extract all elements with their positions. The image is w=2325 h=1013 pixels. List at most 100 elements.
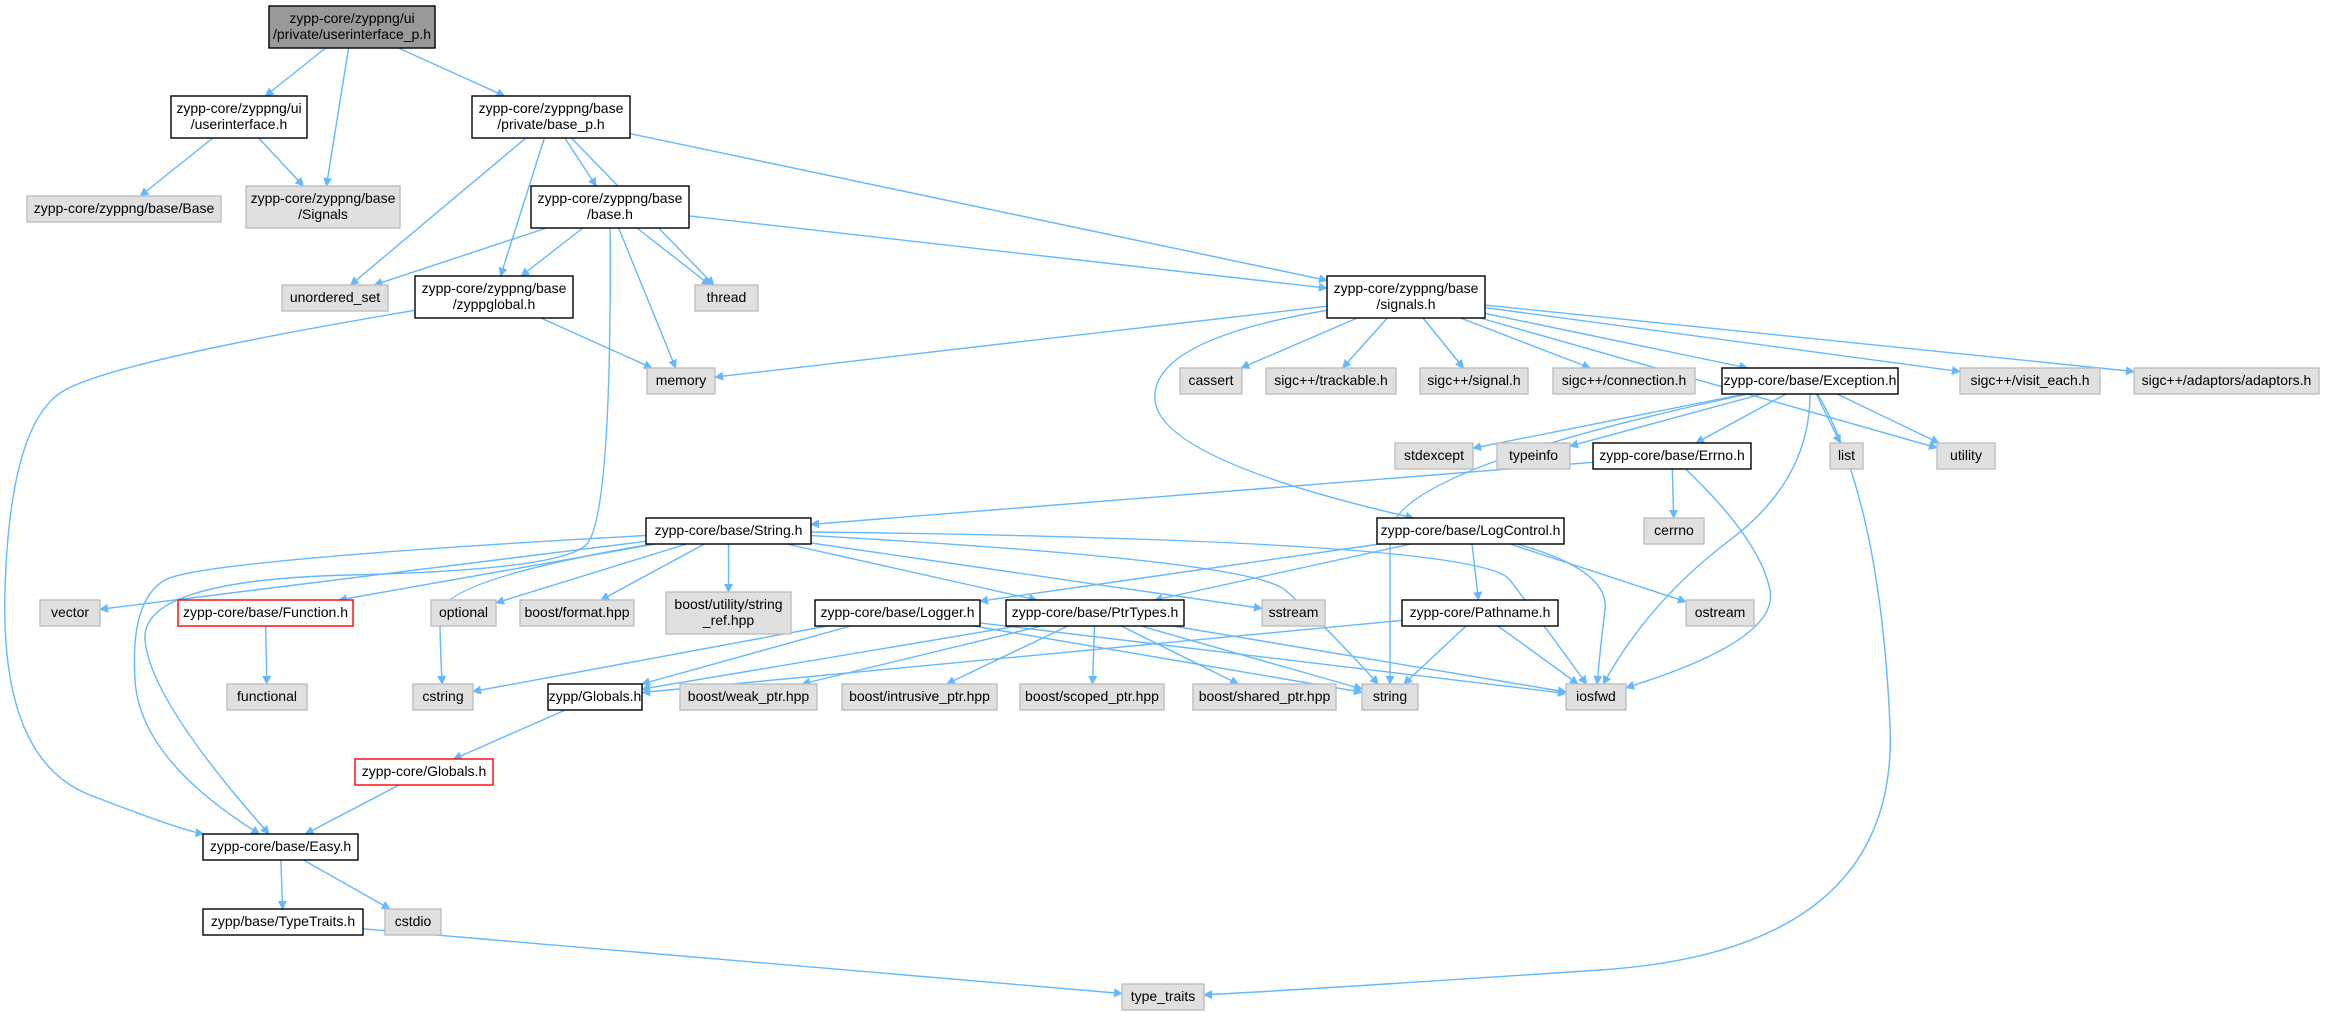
node-label: zypp-core/zyppng/base	[422, 280, 567, 296]
node-boost-string-ref: boost/utility/string_ref.hpp	[665, 591, 792, 635]
node-label: cstring	[422, 688, 463, 704]
node-label: stdexcept	[1404, 447, 1464, 463]
node-box	[202, 908, 364, 936]
node-label: cassert	[1188, 372, 1233, 388]
node-box	[1592, 442, 1752, 470]
edge-pathname_h-to-iosfwd	[1497, 625, 1579, 685]
node-pathname-h[interactable]: zypp-core/Pathname.h	[1401, 599, 1559, 627]
node-ptrtypes-h[interactable]: zypp-core/base/PtrTypes.h	[1005, 599, 1185, 627]
node-zypp-globals[interactable]: zypp/Globals.h	[547, 683, 643, 711]
node-list: list	[1829, 442, 1864, 470]
edge-errno_h-to-string_h	[810, 461, 1594, 529]
node-box	[1552, 367, 1696, 395]
node-label: sigc++/visit_each.h	[1970, 372, 2089, 388]
node-signals-h[interactable]: zypp-core/zyppng/base/signals.h	[1326, 275, 1486, 319]
edge-easy_h-to-cstdio	[303, 859, 391, 910]
node-easy-h[interactable]: zypp-core/base/Easy.h	[202, 833, 359, 861]
node-core-globals[interactable]: zypp-core/Globals.h	[354, 758, 494, 786]
node-stdexcept: stdexcept	[1394, 442, 1474, 470]
node-label: memory	[656, 372, 707, 388]
edge-signals_h-to-sigc_signal	[1422, 317, 1465, 369]
node-sigc-visit-each: sigc++/visit_each.h	[1959, 367, 2101, 395]
edge-exception_h-to-typeinfo	[1569, 393, 1763, 449]
node-label: zypp-core/zyppng/base	[538, 190, 683, 206]
node-label: vector	[51, 604, 89, 620]
edge-base_private_base_p-to-zyppng_base_base_h	[564, 137, 597, 187]
node-box	[1361, 683, 1419, 711]
node-cstdio: cstdio	[384, 908, 442, 936]
node-logcontrol-h[interactable]: zypp-core/base/LogControl.h	[1376, 517, 1565, 545]
node-label: zypp-core/zyppng/base	[251, 190, 396, 206]
edge-signals_h-to-sigc_adaptors	[1484, 304, 2135, 376]
node-label: zypp-core/zyppng/ui	[176, 100, 301, 116]
node-errno-h[interactable]: zypp-core/base/Errno.h	[1592, 442, 1752, 470]
edge-ui_userinterface-to-zyppng_base_Base	[139, 137, 214, 197]
node-ui-userinterface[interactable]: zypp-core/zyppng/ui/userinterface.h	[170, 95, 308, 139]
node-box	[1265, 367, 1397, 395]
node-sstream: sstream	[1261, 599, 1326, 627]
edge-signals_h-to-logcontrol_h	[1154, 309, 1415, 521]
node-label: thread	[707, 289, 747, 305]
node-label: zypp-core/Globals.h	[362, 763, 487, 779]
edge-zypp_globals-to-core_globals	[452, 709, 566, 760]
node-typeinfo: typeinfo	[1496, 442, 1571, 470]
node-box	[39, 599, 101, 627]
edge-ptrtypes_h-to-boost_shared_ptr	[1120, 625, 1240, 685]
node-box	[1643, 517, 1705, 545]
node-label: /private/userinterface_p.h	[273, 26, 431, 42]
edge-zyppng_base_base_h-to-zyppglobal	[520, 227, 584, 277]
node-label: unordered_set	[290, 289, 380, 305]
node-label: boost/shared_ptr.hpp	[1199, 688, 1331, 704]
node-label: boost/format.hpp	[524, 604, 629, 620]
node-zyppng-base-base-h[interactable]: zypp-core/zyppng/base/base.h	[530, 185, 690, 229]
node-label: zypp-core/zyppng/ui	[289, 10, 414, 26]
node-label: zypp-core/base/Function.h	[183, 604, 348, 620]
edge-exception_h-to-iosfwd	[1602, 393, 1811, 685]
dependency-edges	[4, 47, 2135, 999]
node-label: zypp-core/Pathname.h	[1410, 604, 1551, 620]
edge-root-to-ui_userinterface	[264, 47, 327, 97]
edge-zyppglobal-to-easy_h	[4, 309, 416, 838]
node-label: zypp-core/base/LogControl.h	[1381, 522, 1561, 538]
node-box	[1936, 442, 1996, 470]
node-box	[694, 284, 759, 312]
node-box	[1179, 367, 1243, 395]
node-label: boost/utility/string	[674, 596, 782, 612]
node-label: /userinterface.h	[191, 116, 288, 132]
node-box	[1959, 367, 2101, 395]
node-box	[1121, 983, 1205, 1011]
node-function-h[interactable]: zypp-core/base/Function.h	[177, 599, 354, 627]
edge-logcontrol_h-to-pathname_h	[1471, 543, 1483, 601]
node-box	[547, 683, 643, 711]
node-label: functional	[237, 688, 297, 704]
node-vector: vector	[39, 599, 101, 627]
edge-logger_h-to-iosfwd	[979, 622, 1567, 697]
node-exception-h[interactable]: zypp-core/base/Exception.h	[1721, 367, 1899, 395]
edge-zyppng_base_base_h-to-thread	[636, 227, 711, 286]
node-label: iosfwd	[1576, 688, 1616, 704]
edge-string_h-to-easy_h	[133, 534, 647, 835]
node-label: /private/base_p.h	[497, 116, 604, 132]
edge-exception_h-to-errno_h	[1695, 393, 1787, 444]
node-box	[665, 591, 792, 635]
node-label: sstream	[1269, 604, 1319, 620]
edge-signals_h-to-sigc_connection	[1460, 317, 1592, 370]
node-cstring: cstring	[412, 683, 474, 711]
edge-exception_h-to-type_traits	[1203, 393, 1891, 999]
node-box	[281, 284, 389, 312]
edge-logcontrol_h-to-ostream	[1509, 543, 1687, 604]
node-box	[1829, 442, 1864, 470]
node-sigc-adaptors: sigc++/adaptors/adaptors.h	[2133, 367, 2320, 395]
node-string-h[interactable]: zypp-core/base/String.h	[645, 517, 812, 545]
edge-signals_h-to-exception_h	[1484, 312, 1749, 371]
node-root[interactable]: zypp-core/zyppng/ui/private/userinterfac…	[268, 5, 436, 49]
node-base-private-base-p[interactable]: zypp-core/zyppng/base/private/base_p.h	[471, 95, 631, 139]
node-boost-weak-ptr: boost/weak_ptr.hpp	[679, 683, 818, 711]
node-box	[245, 185, 401, 229]
node-zyppglobal[interactable]: zypp-core/zyppng/base/zyppglobal.h	[414, 275, 574, 319]
edge-ptrtypes_h-to-zypp_globals	[641, 625, 1018, 693]
node-label: boost/weak_ptr.hpp	[688, 688, 810, 704]
node-label: /base.h	[587, 206, 633, 222]
node-typetraits-h[interactable]: zypp/base/TypeTraits.h	[202, 908, 364, 936]
node-logger-h[interactable]: zypp-core/base/Logger.h	[814, 599, 981, 627]
